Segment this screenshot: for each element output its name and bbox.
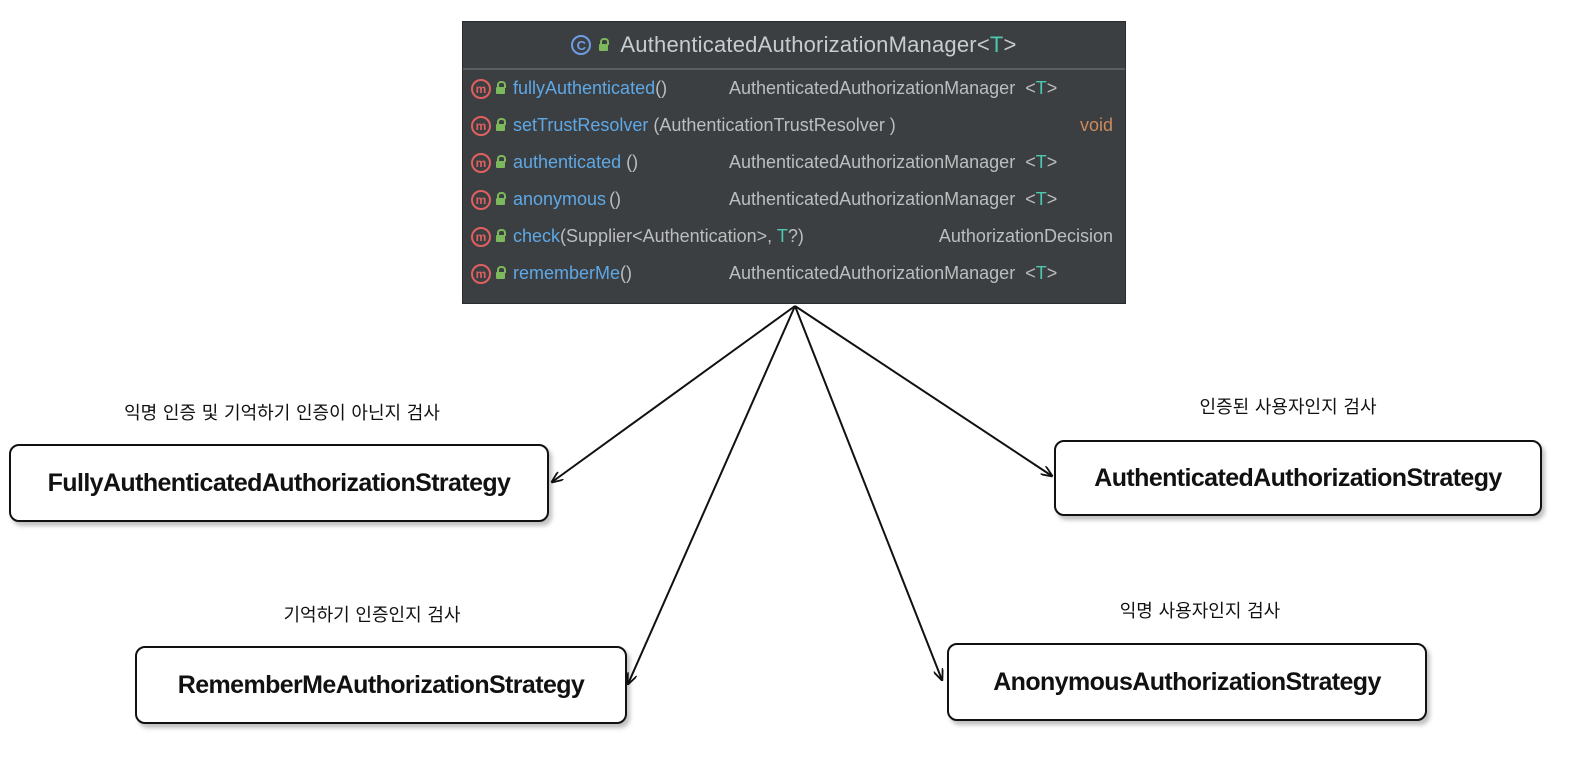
method-icon: m: [471, 78, 491, 99]
anonymous-strategy-box: AnonymousAuthorizationStrategy: [947, 643, 1427, 721]
method-params: (): [620, 263, 633, 283]
method-name: anonymous: [513, 189, 607, 209]
class-type-param: T: [989, 32, 1004, 57]
public-lock-icon: [599, 37, 610, 51]
method-icon: m: [471, 226, 491, 247]
method-params: (): [609, 189, 622, 209]
method-icon: m: [471, 263, 491, 284]
public-lock-icon: [496, 81, 506, 94]
member-row: m fullyAuthenticated () AuthenticatedAut…: [463, 70, 1125, 107]
method-return: AuthorizationDecision: [938, 226, 1113, 246]
method-icon: m: [471, 115, 491, 136]
fully-authenticated-strategy-label: FullyAuthenticatedAuthorizationStrategy: [47, 468, 511, 497]
member-row: m setTrustResolver (AuthenticationTrustR…: [463, 107, 1125, 144]
method-params: (Supplier<Authentication>, T?): [560, 226, 804, 246]
class-type-close: >: [1003, 32, 1017, 57]
caption-remember-me: 기억하기 인증인지 검사: [283, 605, 461, 626]
member-row: m rememberMe () AuthenticatedAuthorizati…: [463, 255, 1125, 292]
class-name: AuthenticatedAuthorizationManager: [620, 32, 977, 57]
member-row: m authenticated () AuthenticatedAuthoriz…: [463, 144, 1125, 181]
remember-me-strategy-label: RememberMeAuthorizationStrategy: [177, 670, 585, 699]
method-name: rememberMe: [513, 263, 621, 283]
public-lock-icon: [496, 118, 506, 131]
class-icon: C: [571, 35, 592, 55]
method-name: authenticated: [513, 152, 622, 172]
public-lock-icon: [496, 266, 506, 279]
arrow-to-remember-me: [628, 305, 796, 684]
member-row: m check (Supplier<Authentication>, T?) A…: [463, 218, 1125, 255]
method-name: setTrustResolver: [513, 115, 649, 135]
public-lock-icon: [496, 155, 506, 168]
method-params: (): [626, 152, 639, 172]
class-header: C AuthenticatedAuthorizationManager<T>: [463, 22, 1125, 70]
anonymous-strategy-label: AnonymousAuthorizationStrategy: [993, 667, 1381, 696]
method-return: AuthenticatedAuthorizationManager <T>: [729, 152, 1058, 172]
method-params: (): [655, 78, 668, 98]
authenticated-strategy-box: AuthenticatedAuthorizationStrategy: [1054, 440, 1542, 516]
method-name: fullyAuthenticated: [513, 78, 656, 98]
method-icon: m: [471, 189, 491, 210]
method-return: void: [1079, 115, 1113, 135]
authenticated-strategy-label: AuthenticatedAuthorizationStrategy: [1094, 463, 1502, 492]
member-row: m anonymous () AuthenticatedAuthorizatio…: [463, 181, 1125, 218]
method-name: check: [513, 226, 561, 246]
class-diagram-box: C AuthenticatedAuthorizationManager<T> m…: [462, 21, 1126, 304]
remember-me-strategy-box: RememberMeAuthorizationStrategy: [135, 646, 627, 724]
method-return: AuthenticatedAuthorizationManager <T>: [729, 263, 1058, 283]
method-return: AuthenticatedAuthorizationManager <T>: [729, 78, 1058, 98]
caption-authenticated: 인증된 사용자인지 검사: [1199, 397, 1377, 418]
arrow-to-fully: [552, 305, 796, 482]
public-lock-icon: [496, 229, 506, 242]
method-params: (AuthenticationTrustResolver ): [653, 115, 896, 135]
caption-anonymous: 익명 사용자인지 검사: [1119, 601, 1281, 622]
arrow-to-anonymous: [794, 305, 942, 680]
method-return: AuthenticatedAuthorizationManager <T>: [729, 189, 1058, 209]
caption-fully: 익명 인증 및 기억하기 인증이 아닌지 검사: [124, 403, 440, 424]
method-icon: m: [471, 152, 491, 173]
arrow-to-authenticated: [794, 305, 1052, 476]
fully-authenticated-strategy-box: FullyAuthenticatedAuthorizationStrategy: [9, 444, 549, 522]
class-type-open: <: [976, 32, 990, 57]
public-lock-icon: [496, 192, 506, 205]
